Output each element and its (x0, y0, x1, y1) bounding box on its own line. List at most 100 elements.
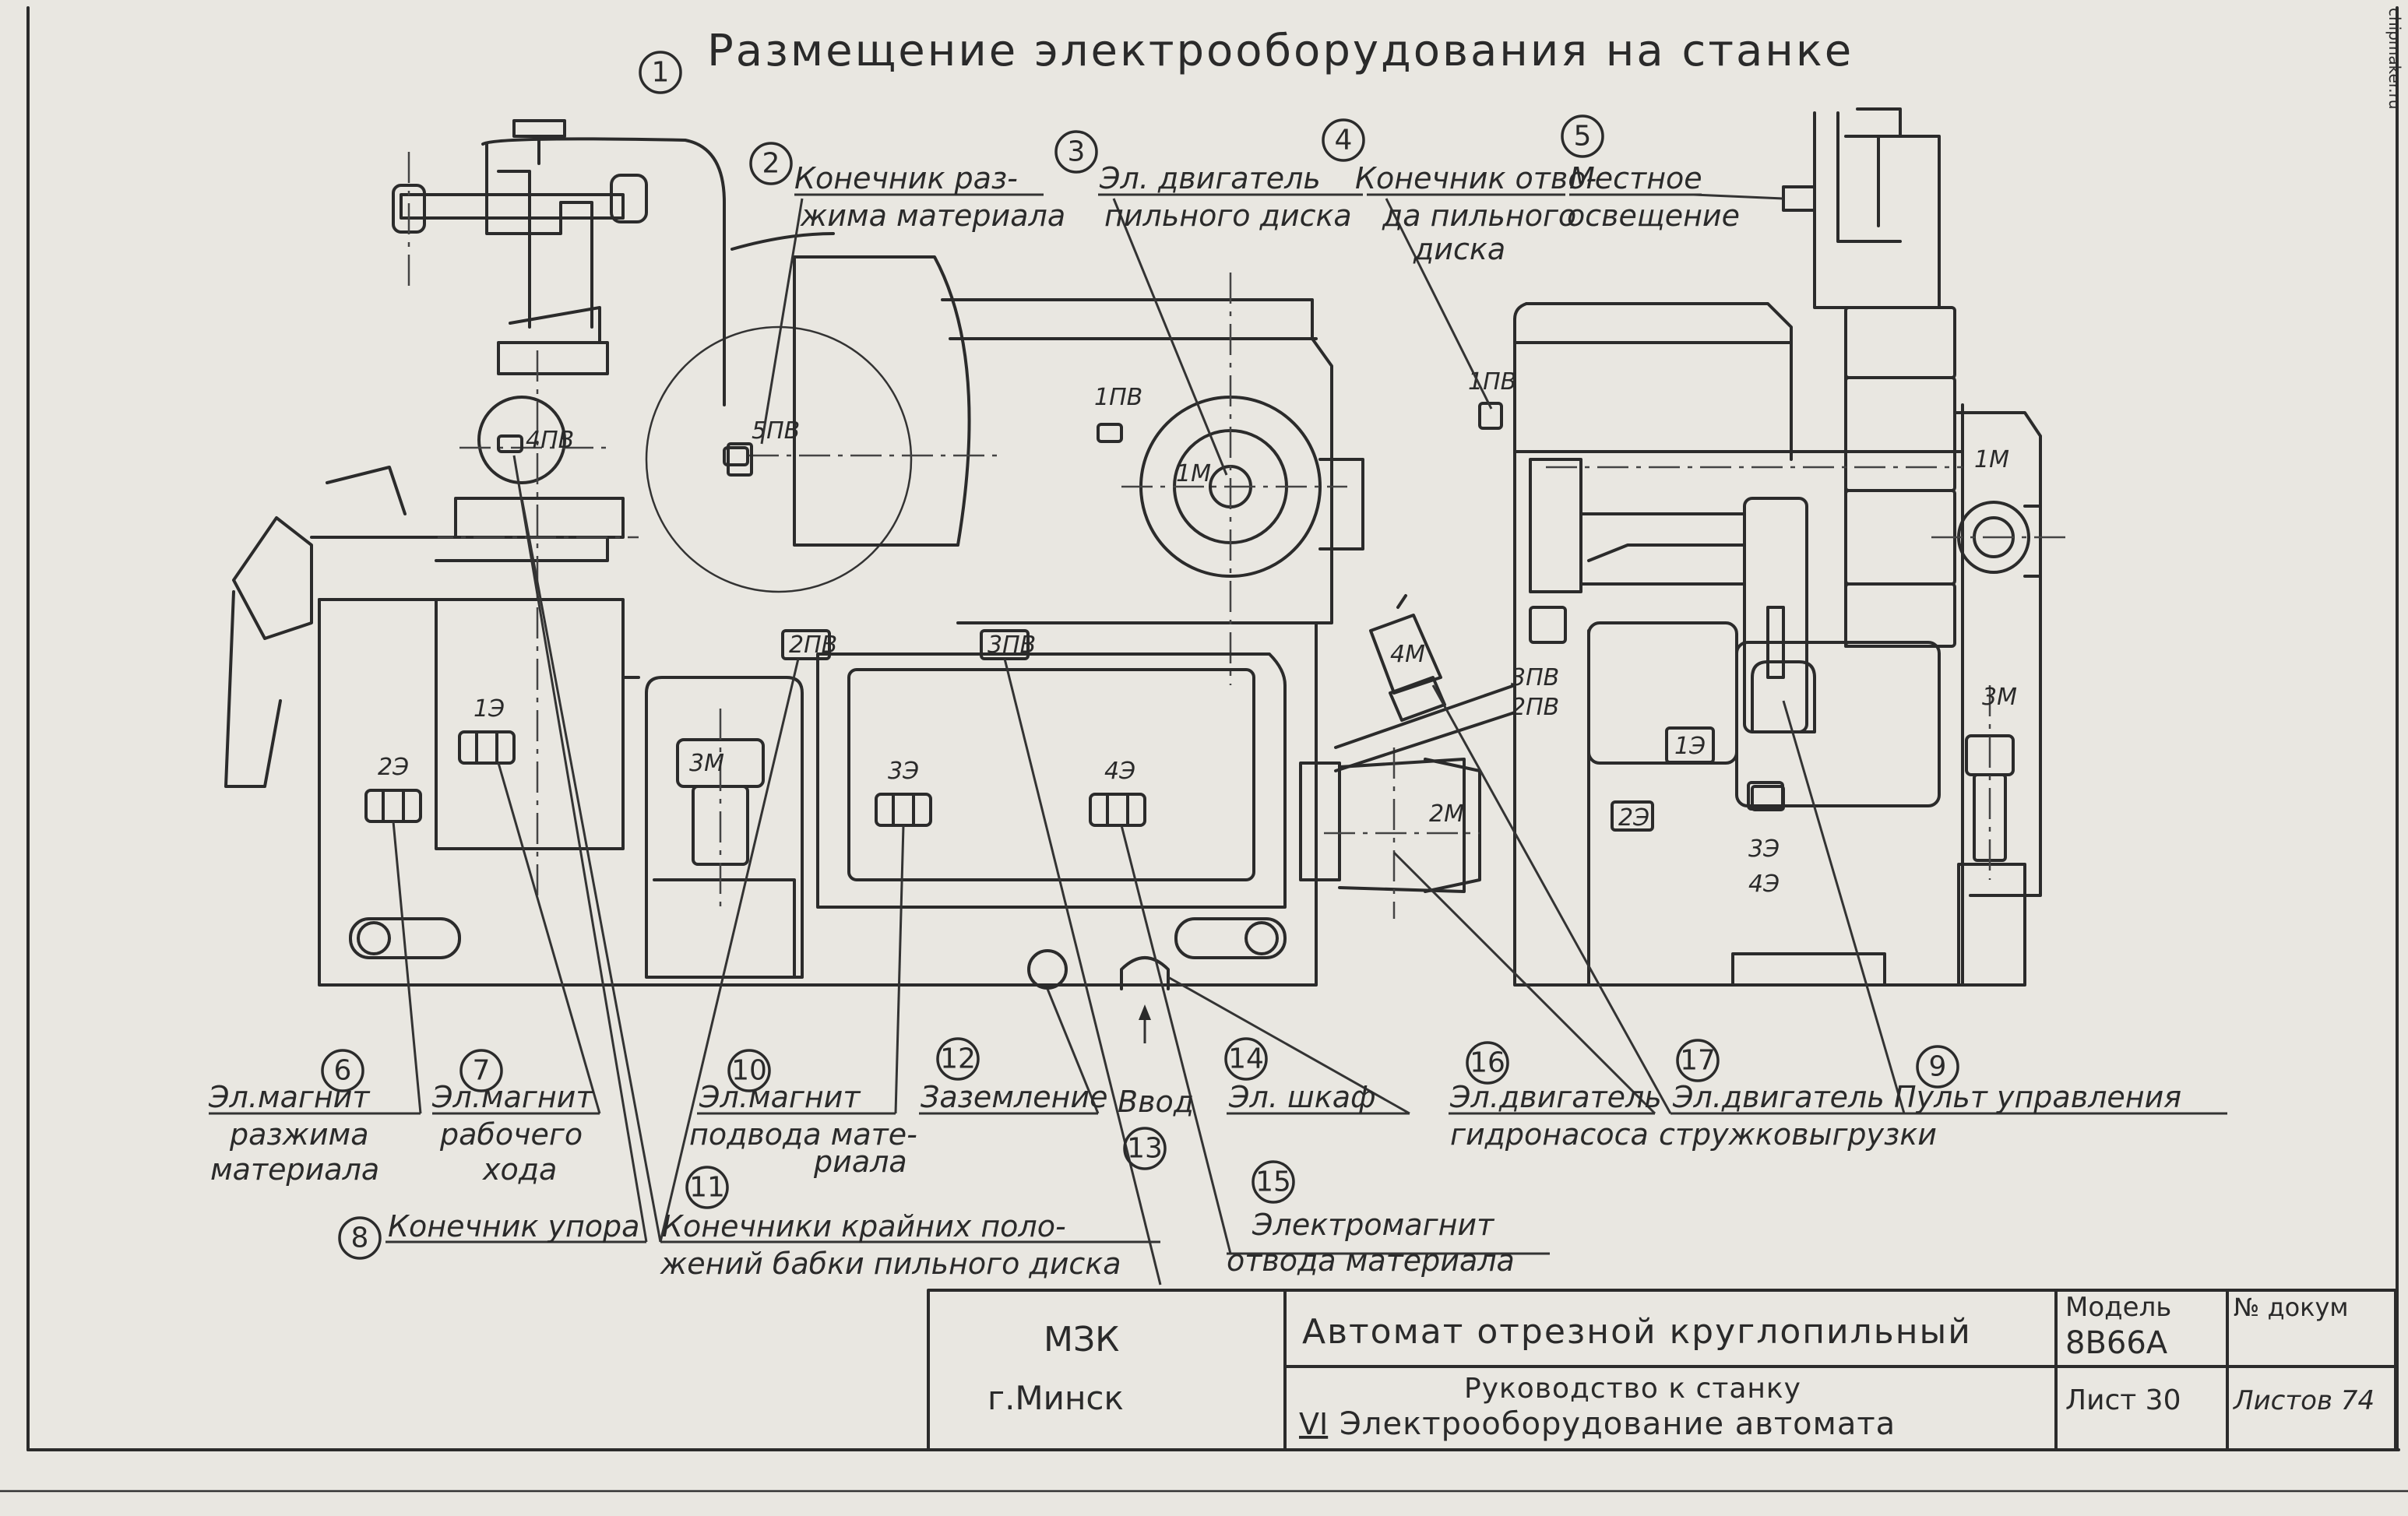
svg-text:12: 12 (940, 1043, 976, 1075)
svg-text:2: 2 (762, 148, 780, 180)
tb-city: г.Минск (987, 1379, 1124, 1417)
callout-2: 2 Конечник раз- жима материала (749, 142, 1065, 233)
callout-10-line3: риала (813, 1145, 907, 1179)
page-title: Размещение электрооборудования на станке (707, 26, 1854, 76)
callout-13-line1: Ввод (1118, 1085, 1194, 1119)
svg-text:7: 7 (473, 1055, 491, 1087)
callout-8: 8 Конечник упора (338, 1209, 639, 1260)
callout-7-line1: Эл.магнит (431, 1080, 594, 1114)
callout-4-line1: Конечник отво- (1355, 161, 1597, 195)
tag-r-4e: 4Э (1748, 871, 1780, 898)
tag-5pv: 5ПВ (752, 417, 800, 445)
callout-5: 5 Местное освещение (1561, 114, 1740, 233)
title-number: 1 (652, 57, 670, 89)
callout-17-line1: Эл.двигатель (1672, 1080, 1885, 1114)
callout-6: 6 Эл.магнит разжима материала (208, 1049, 379, 1187)
tb-model-label: Модель (2065, 1292, 2171, 1323)
callout-14-line1: Эл. шкаф (1228, 1080, 1375, 1114)
title-block: МЗК г.Минск Автомат отрезной круглопильн… (927, 1289, 2397, 1451)
callout-12-line1: Заземление (921, 1080, 1108, 1114)
leader-lines (209, 193, 2227, 1286)
tag-r-1m: 1М (1974, 446, 2009, 473)
front-view-tags: 5ПВ 1ПВ 1М 4ПВ 2ПВ 3ПВ 3М 1Э 2Э 3Э 4Э 2М… (378, 384, 1464, 828)
side-view-tags: 1ПВ 3ПВ 2ПВ 1М 3М 1Э 2Э 3Э 4Э (1468, 368, 2017, 898)
svg-text:5: 5 (1574, 121, 1592, 153)
svg-text:10: 10 (731, 1055, 767, 1087)
callout-17: 17 Эл.двигатель стружковыгрузки (1659, 1039, 1937, 1152)
callout-6-line2: разжима (229, 1117, 369, 1152)
tag-3e: 3Э (888, 758, 919, 785)
svg-text:4: 4 (1335, 125, 1353, 157)
tb-doc-line2: Электрооборудование автомата (1340, 1406, 1896, 1442)
callout-4: 4 Конечник отво- да пильного диска (1322, 118, 1597, 266)
side-view (1334, 107, 2072, 987)
svg-text:9: 9 (1929, 1051, 1947, 1083)
tb-sheet: Лист 30 (2065, 1384, 2181, 1416)
callout-4-line2: да пильного (1382, 199, 1576, 233)
callout-11-line2: жений бабки пильного диска (660, 1247, 1121, 1281)
tag-4m: 4М (1390, 641, 1425, 668)
callout-10: 10 Эл.магнит подвода мате- риала (689, 1049, 917, 1179)
callout-7-line3: хода (482, 1152, 557, 1187)
svg-text:15: 15 (1255, 1166, 1291, 1198)
svg-text:17: 17 (1680, 1045, 1716, 1077)
tag-3pv: 3ПВ (987, 631, 1036, 659)
tag-1e: 1Э (474, 695, 505, 723)
tb-sheets: Листов 74 (2232, 1385, 2375, 1416)
svg-text:16: 16 (1470, 1047, 1505, 1079)
callout-17-line2: стружковыгрузки (1659, 1117, 1937, 1152)
tb-section: VI (1299, 1407, 1328, 1441)
callout-8-line1: Конечник упора (388, 1209, 639, 1243)
tb-org: МЗК (1044, 1320, 1119, 1359)
svg-text:3: 3 (1068, 136, 1086, 168)
callout-9: 9 Пульт управления (1894, 1045, 2181, 1114)
svg-text:13: 13 (1127, 1133, 1163, 1165)
svg-text:6: 6 (334, 1055, 352, 1087)
tag-2e: 2Э (378, 754, 409, 781)
callout-3: 3 Эл. двигатель пильного диска (1054, 130, 1352, 233)
callout-5-line2: освещение (1567, 199, 1740, 233)
tag-1pv: 1ПВ (1094, 384, 1142, 411)
tag-r-3m: 3М (1982, 684, 2017, 711)
watermark: chipmaker.ru (2385, 8, 2404, 109)
front-view (224, 119, 1481, 1043)
tb-product: Автомат отрезной круглопильный (1302, 1312, 1972, 1352)
callout-10-line1: Эл.магнит (699, 1080, 861, 1114)
svg-text:14: 14 (1228, 1043, 1264, 1075)
callout-3-line2: пильного диска (1104, 199, 1352, 233)
tag-r-3pv: 3ПВ (1511, 664, 1559, 691)
callout-12: 12 Заземление (921, 1037, 1108, 1114)
tag-r-1pv: 1ПВ (1468, 368, 1516, 396)
tag-2pv: 2ПВ (789, 631, 837, 659)
callout-4-line3: диска (1413, 232, 1505, 266)
callout-11: 11 Конечники крайних поло- жений бабки п… (660, 1166, 1121, 1281)
tb-model-value: 8В66А (2065, 1325, 2168, 1361)
callout-13: 13 Ввод (1118, 1085, 1194, 1170)
svg-text:8: 8 (351, 1222, 369, 1254)
callout-15-line2: отвода материала (1227, 1243, 1515, 1278)
callout-16-line1: Эл.двигатель (1449, 1080, 1662, 1114)
tag-r-1e: 1Э (1674, 733, 1706, 760)
tag-3m: 3М (689, 750, 724, 777)
tb-doc-line1: Руководство к станку (1464, 1373, 1801, 1405)
callout-16-line2: гидронасоса (1450, 1117, 1649, 1152)
tag-2m: 2М (1429, 800, 1464, 828)
callout-6-line1: Эл.магнит (208, 1080, 371, 1114)
callout-15-line1: Электромагнит (1252, 1208, 1495, 1242)
callout-2-line2: жима материала (800, 199, 1065, 233)
tag-4pv: 4ПВ (526, 427, 574, 454)
tag-r-3e: 3Э (1748, 835, 1780, 863)
callout-6-line3: материала (210, 1152, 379, 1187)
title-group: 1 Размещение электрооборудования на стан… (639, 26, 1854, 94)
callout-16: 16 Эл.двигатель гидронасоса (1449, 1041, 1662, 1152)
tag-r-2e: 2Э (1618, 804, 1649, 832)
tag-r-2pv: 2ПВ (1511, 694, 1559, 721)
callout-2-line1: Конечник раз- (794, 161, 1018, 195)
tag-1m: 1М (1176, 460, 1211, 487)
tag-4e: 4Э (1104, 758, 1135, 785)
callout-9-line1: Пульт управления (1894, 1080, 2181, 1114)
svg-text:11: 11 (689, 1172, 725, 1204)
callout-15: 15 Электромагнит отвода материала (1227, 1160, 1515, 1278)
tb-docno-label: № докум (2234, 1293, 2349, 1322)
callout-10-line2: подвода мате- (689, 1117, 917, 1152)
